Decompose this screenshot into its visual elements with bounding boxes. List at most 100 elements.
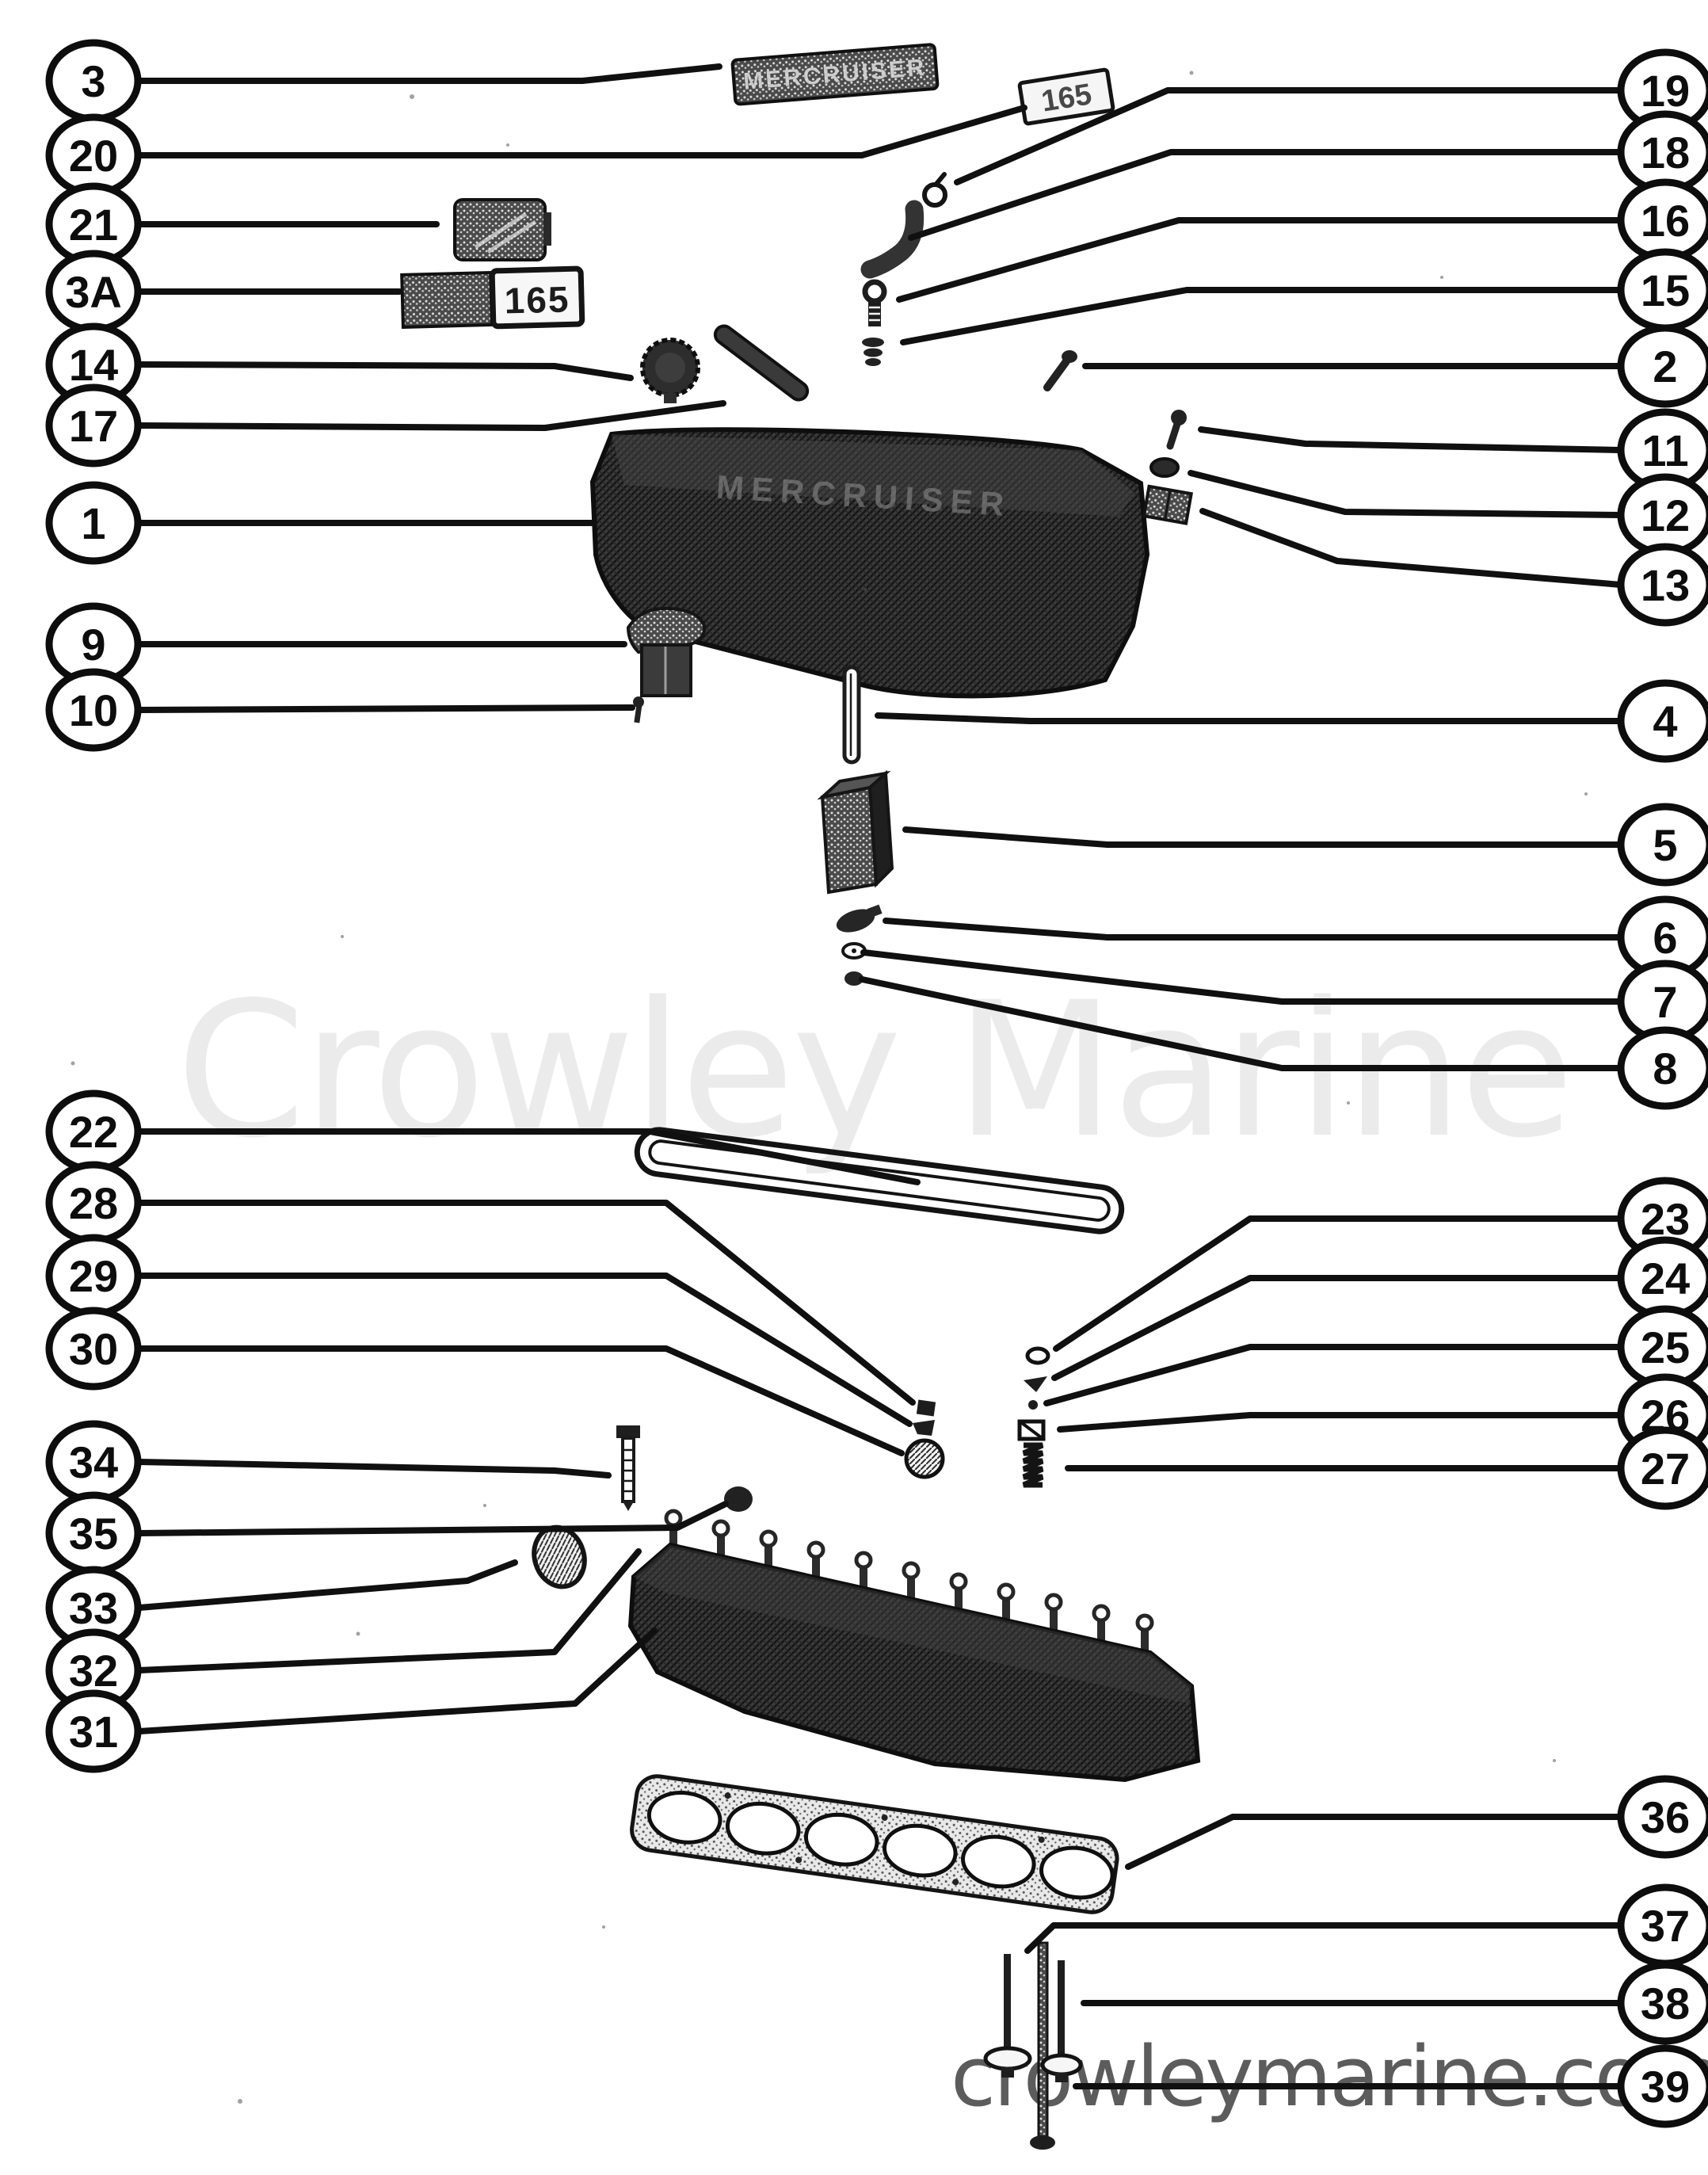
callout-15: 15 [1617, 248, 1708, 332]
leader-line-16 [896, 217, 1624, 303]
callout-circles: 320213A141719102228293034353332311918161… [45, 39, 1708, 2128]
svg-text:11: 11 [1641, 425, 1688, 475]
callout-17: 17 [45, 383, 142, 467]
site-url-watermark: crowleymarine.com [951, 2028, 1708, 2125]
rocker-seat-29 [913, 1420, 935, 1436]
svg-text:1: 1 [81, 498, 105, 548]
callout-2: 2 [1617, 324, 1708, 408]
grommet-6 [836, 904, 883, 933]
svg-text:15: 15 [1641, 265, 1690, 315]
callout-29: 29 [45, 1234, 142, 1318]
callout-14: 14 [45, 322, 142, 406]
sticker-21 [453, 198, 551, 261]
leader-line-26 [1057, 1412, 1624, 1433]
leader-line-32 [136, 1548, 642, 1673]
leader-line-10 [136, 704, 635, 713]
svg-text:30: 30 [69, 1324, 118, 1374]
leader-line-14 [136, 361, 634, 381]
leader-line-17 [136, 400, 726, 431]
ball-35 [724, 1486, 753, 1512]
leader-line-23 [1053, 1215, 1624, 1352]
svg-text:35: 35 [69, 1509, 118, 1559]
breather-9 [626, 606, 707, 697]
svg-text:17: 17 [69, 401, 118, 451]
leader-line-22 [136, 1128, 921, 1185]
callout-18: 18 [1617, 110, 1708, 194]
callout-20: 20 [45, 113, 142, 197]
callout-5: 5 [1617, 803, 1708, 887]
washer-8 [844, 971, 864, 986]
callout-3: 3 [45, 39, 142, 123]
svg-text:4: 4 [1653, 696, 1677, 746]
leader-line-11 [1198, 426, 1624, 453]
svg-text:16: 16 [1641, 196, 1690, 246]
svg-text:29: 29 [69, 1251, 118, 1301]
svg-text:6: 6 [1653, 913, 1677, 963]
callout-25: 25 [1617, 1305, 1708, 1389]
callout-39: 39 [1617, 2044, 1708, 2128]
callout-1: 1 [45, 481, 142, 565]
leader-line-33 [136, 1559, 518, 1611]
callout-13: 13 [1617, 543, 1708, 627]
svg-text:18: 18 [1641, 128, 1690, 177]
svg-text:21: 21 [69, 200, 118, 250]
leader-line-19 [954, 87, 1624, 185]
callout-16: 16 [1617, 178, 1708, 262]
svg-text:7: 7 [1653, 977, 1677, 1027]
svg-text:2: 2 [1653, 342, 1677, 391]
callout-30: 30 [45, 1307, 142, 1391]
leader-line-28 [136, 1200, 916, 1406]
rocker-ball-30 [904, 1438, 945, 1479]
callout-11: 11 [1617, 408, 1708, 492]
svg-text:28: 28 [69, 1178, 118, 1228]
rod-17 [713, 324, 810, 402]
callout-31: 31 [45, 1689, 142, 1773]
decal-strip-mercruiser: MERCRUISER [730, 43, 940, 106]
callout-22: 22 [45, 1089, 142, 1173]
callout-24: 24 [1617, 1236, 1708, 1320]
valve-37 [983, 1954, 1032, 2078]
leader-line-4 [875, 712, 1624, 724]
leader-line-29 [136, 1273, 913, 1427]
washer-stack-15 [862, 338, 884, 366]
svg-text:8: 8 [1653, 1044, 1677, 1093]
valve-38 [1030, 1941, 1055, 2150]
leader-lines [136, 63, 1624, 2089]
leader-line-3 [136, 63, 722, 84]
svg-text:165: 165 [504, 278, 570, 321]
rocker-nut-28 [916, 1399, 936, 1417]
callout-38: 38 [1617, 1961, 1708, 2045]
screw-10 [633, 696, 644, 723]
svg-text:14: 14 [69, 340, 118, 390]
callout-9: 9 [45, 602, 142, 686]
leader-line-8 [859, 976, 1624, 1071]
decal-3a: 165 [400, 265, 585, 330]
svg-text:5: 5 [1653, 820, 1677, 870]
head-gasket-36 [630, 1774, 1119, 1914]
leader-line-6 [883, 918, 1624, 941]
callout-28: 28 [45, 1161, 142, 1245]
callout-4: 4 [1617, 679, 1708, 763]
leader-line-35 [136, 1501, 729, 1536]
callout-3A: 3A [45, 250, 142, 334]
svg-text:36: 36 [1641, 1792, 1690, 1842]
cover-gasket-22 [634, 1127, 1125, 1234]
decal-165-small: 165 [1017, 67, 1115, 126]
svg-text:22: 22 [69, 1107, 118, 1157]
leader-line-5 [902, 826, 1624, 848]
callout-10: 10 [45, 668, 142, 752]
callout-35: 35 [45, 1491, 142, 1575]
valve-39 [1040, 1960, 1083, 2082]
callout-37: 37 [1617, 1883, 1708, 1967]
leader-line-24 [1051, 1275, 1624, 1381]
spring-shield-26 [1017, 1419, 1046, 1441]
leader-line-30 [136, 1345, 905, 1456]
elbow-tube-18 [860, 200, 925, 279]
leader-line-15 [900, 287, 1624, 345]
leader-line-37 [1024, 1922, 1624, 1954]
svg-text:3: 3 [81, 56, 105, 106]
leader-line-20 [136, 105, 1027, 158]
svg-text:32: 32 [69, 1646, 118, 1696]
